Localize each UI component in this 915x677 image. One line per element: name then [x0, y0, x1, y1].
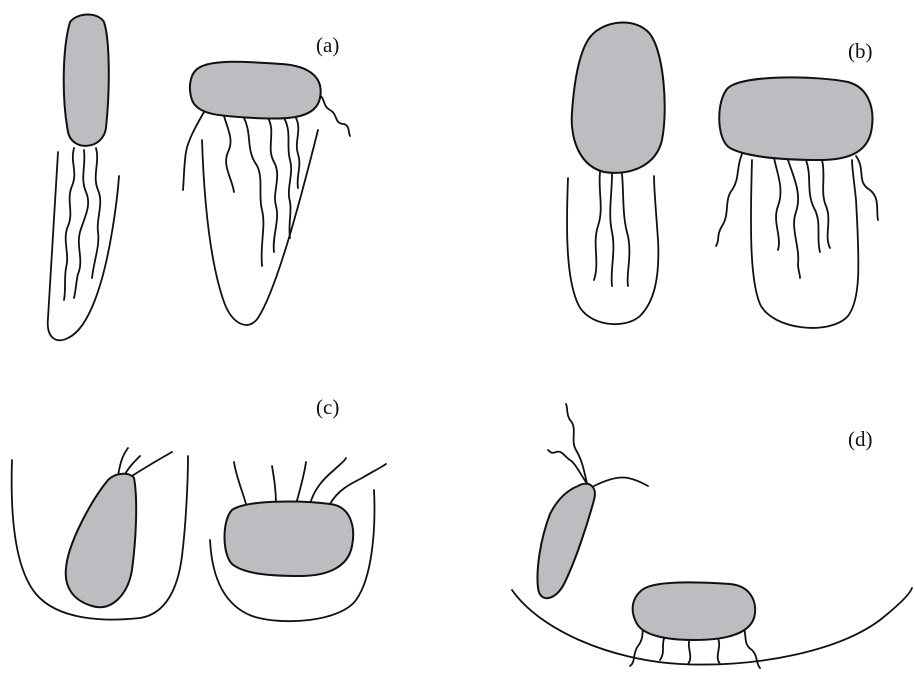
- flagellum: [856, 156, 878, 220]
- panel-c-tilted-cell-group: [12, 448, 188, 620]
- flagellum: [64, 148, 74, 300]
- flagellum: [296, 118, 299, 188]
- flagellum: [806, 160, 820, 252]
- panel-a-vertical-cell-group: [48, 15, 119, 341]
- cell-body: [719, 77, 872, 160]
- panel-c-label: (c): [316, 395, 339, 419]
- flagellum: [224, 116, 234, 192]
- panel-c: (c): [12, 395, 386, 621]
- flagellum: [318, 94, 350, 136]
- panel-b-wide-cell-group: [716, 77, 878, 327]
- sheath-outline: [751, 160, 858, 328]
- cell-body: [225, 502, 354, 576]
- flagellum: [610, 174, 613, 286]
- flagellum: [268, 118, 277, 252]
- flagellum: [284, 118, 291, 238]
- sheath-outline: [202, 130, 318, 325]
- flagellum: [296, 462, 306, 504]
- panel-d-horizontal-cell-group: [630, 582, 760, 668]
- panel-b: (b): [567, 23, 878, 328]
- flagellum: [310, 458, 346, 504]
- panel-a-horizontal-cell-group: [183, 62, 350, 325]
- panel-c-horizontal-cell-group: [210, 458, 386, 621]
- cell-body: [190, 62, 321, 119]
- panel-a-label: (a): [316, 33, 339, 57]
- panel-a: (a): [48, 15, 350, 341]
- flagellum: [92, 148, 100, 278]
- panel-b-oval-cell-group: [567, 23, 665, 325]
- flagellum: [774, 158, 781, 250]
- flagellum: [594, 477, 648, 486]
- panel-d-tilted-cell-group: [538, 404, 649, 598]
- cell-body: [538, 484, 595, 599]
- flagellum: [718, 638, 720, 664]
- panel-b-label: (b): [848, 39, 873, 63]
- cell-body: [572, 23, 665, 173]
- flagellum: [622, 174, 629, 286]
- flagellum: [788, 160, 800, 278]
- flagellum: [234, 462, 246, 504]
- panel-d: (d): [512, 404, 912, 668]
- flagellum: [822, 160, 830, 248]
- flagellum: [688, 638, 690, 664]
- flagellum: [594, 172, 601, 280]
- flagellum: [183, 112, 204, 190]
- flagellum: [244, 118, 263, 266]
- cell-body: [633, 582, 756, 640]
- flagellum: [716, 154, 742, 246]
- cell-body: [66, 474, 136, 607]
- flagellum: [566, 404, 588, 488]
- flagellum: [330, 464, 386, 504]
- flagellum: [74, 150, 88, 298]
- cell-body: [64, 15, 109, 146]
- panel-d-label: (d): [848, 427, 873, 451]
- flagellum: [132, 452, 172, 476]
- flagellum: [272, 466, 276, 504]
